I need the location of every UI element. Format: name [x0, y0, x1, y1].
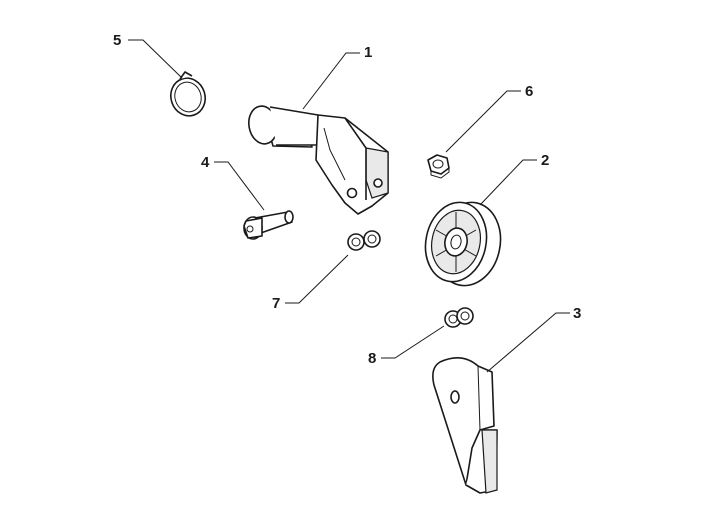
shoulder-bolt[interactable] [243, 210, 294, 240]
callout-number: 2 [541, 152, 549, 169]
washer-pair-lower[interactable] [444, 307, 474, 328]
callout-8: 8 [368, 325, 445, 367]
callout-number: 1 [364, 44, 372, 61]
yoke-bracket[interactable] [246, 104, 389, 215]
callout-5: 5 [113, 32, 183, 79]
callout-2: 2 [479, 152, 549, 206]
callout-number: 3 [573, 305, 581, 322]
callout-7: 7 [272, 254, 349, 312]
callout-number: 5 [113, 32, 121, 49]
callout-6: 6 [445, 83, 533, 153]
pulley-wheel[interactable] [418, 196, 508, 291]
callout-number: 6 [525, 83, 533, 100]
washer-pair-left[interactable] [347, 230, 381, 251]
hex-nut[interactable] [427, 154, 450, 179]
callout-1: 1 [302, 44, 372, 110]
callout-number: 4 [201, 154, 210, 171]
retaining-ring[interactable] [166, 71, 210, 120]
guard-plate[interactable] [432, 357, 498, 494]
callout-number: 7 [272, 295, 280, 312]
callout-3: 3 [486, 305, 581, 373]
callout-number: 8 [368, 350, 376, 367]
callout-4: 4 [201, 154, 265, 211]
